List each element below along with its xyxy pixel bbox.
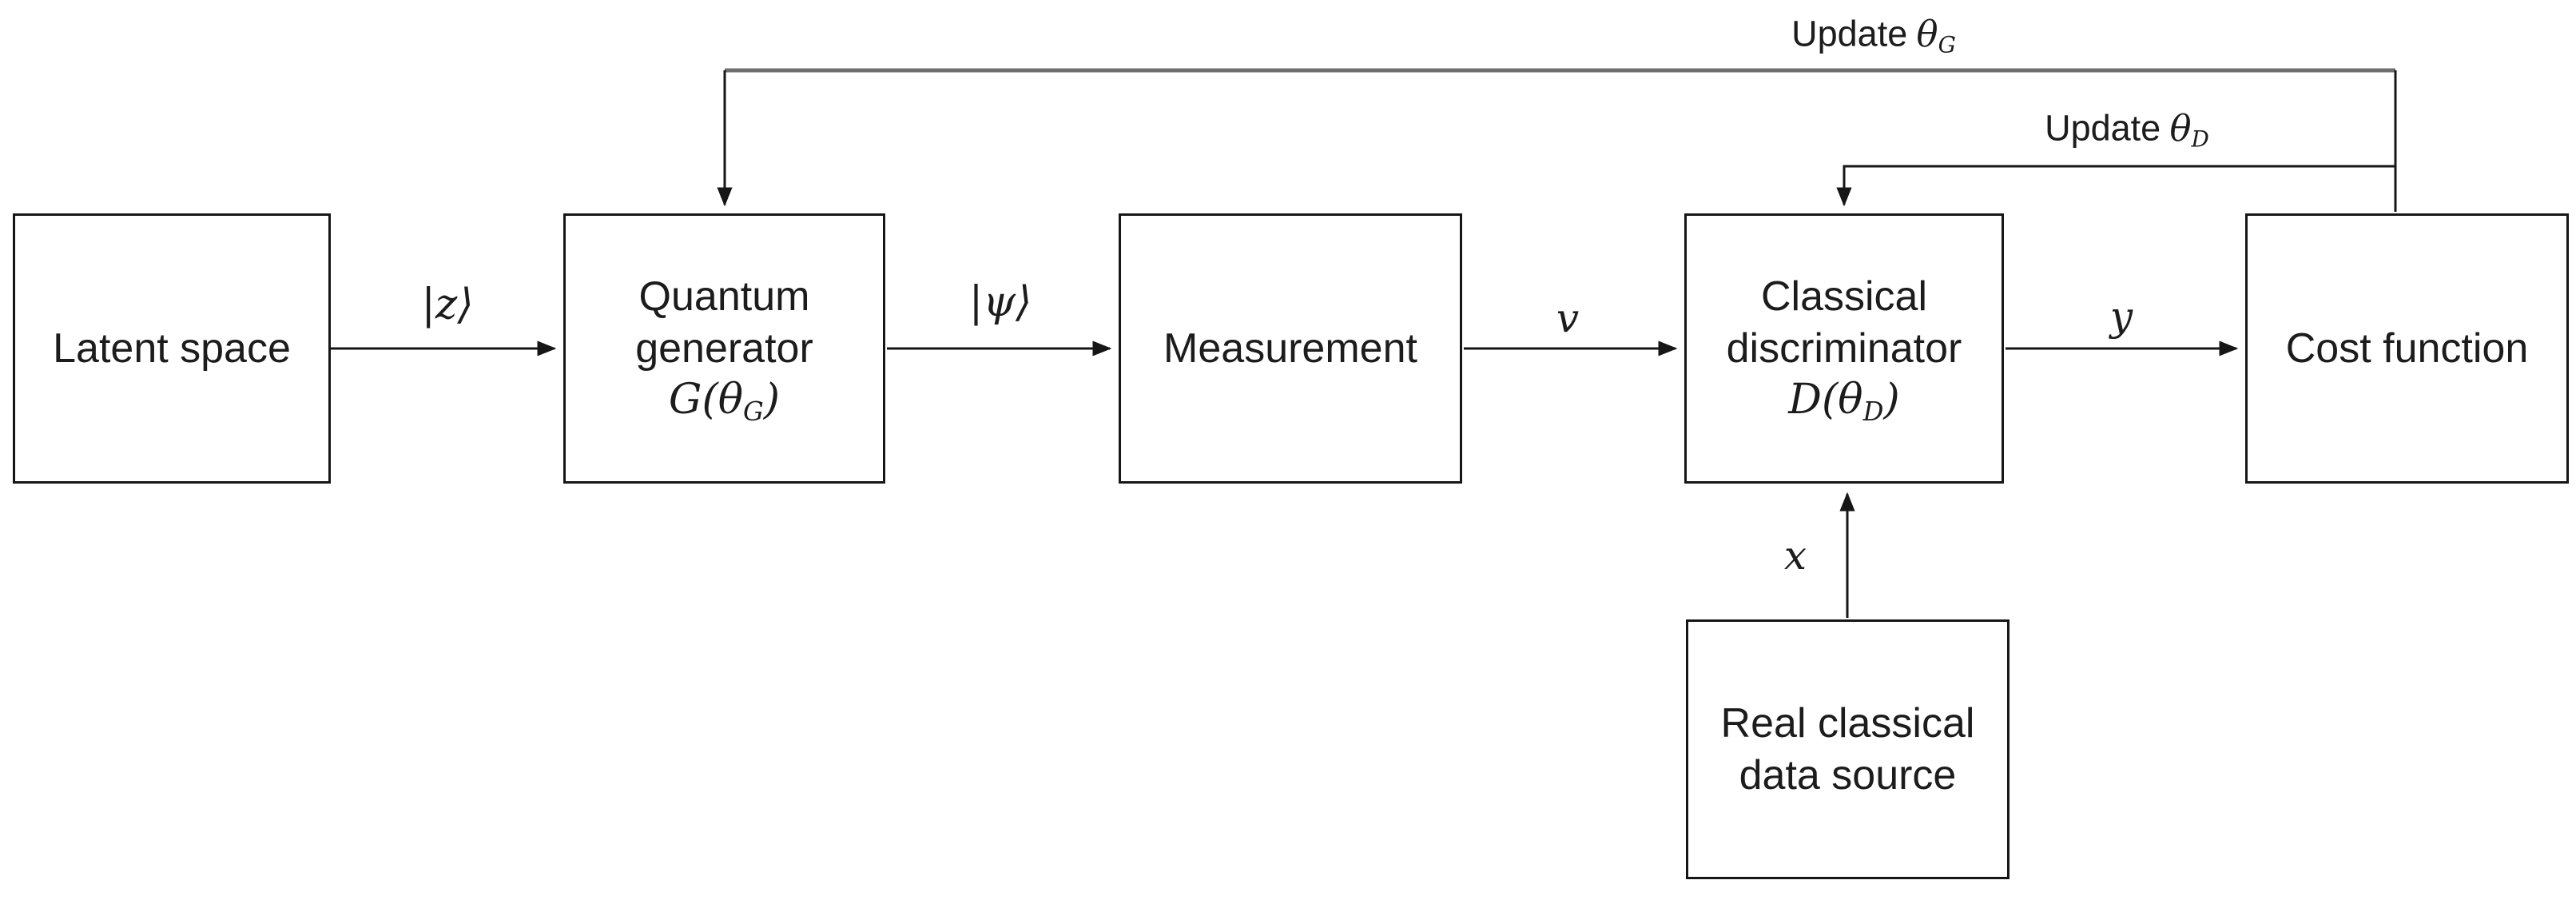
latent-space-label: Latent space: [53, 325, 291, 372]
update-g-sub: G: [1938, 31, 1956, 58]
update-d-sub: D: [2191, 125, 2209, 153]
latent-space-box: Latent space: [13, 213, 331, 484]
quantum-generator-box: Quantum generator G(θG): [563, 213, 885, 484]
y-label: y: [2109, 293, 2133, 340]
quantum-generator-label-line2: generator: [635, 325, 813, 372]
update-g-theta: θ: [1916, 12, 1938, 55]
discriminator-math-suffix: ): [1883, 376, 1900, 424]
update-d-symbol: θD: [2169, 106, 2209, 153]
update-g-word: Update: [1791, 13, 1908, 54]
generator-math-sub: G: [743, 396, 764, 428]
discriminator-math-prefix: D(θ: [1788, 376, 1863, 424]
discriminator-math-sub: D: [1862, 396, 1884, 428]
x-label: x: [1783, 532, 1807, 579]
quantum-generator-math-label: G(θG): [669, 374, 780, 425]
measurement-label: Measurement: [1163, 325, 1417, 372]
classical-discriminator-label-line1: Classical: [1760, 273, 1928, 321]
update-d-theta: θ: [2169, 106, 2192, 149]
measurement-box: Measurement: [1119, 213, 1462, 484]
classical-discriminator-math-label: D(θD): [1788, 374, 1899, 425]
generator-math-suffix: ): [763, 376, 781, 424]
psi-ket-label: |ψ⟩: [968, 278, 1032, 326]
v-label: v: [1556, 295, 1580, 341]
generator-math-prefix: G(θ: [668, 376, 744, 424]
update-d-word: Update: [2045, 107, 2161, 149]
quantum-generator-label-line1: Quantum: [638, 273, 810, 321]
real-data-source-box: Real classical data source: [1686, 619, 2010, 879]
cost-function-label: Cost function: [2285, 325, 2529, 372]
cost-function-box: Cost function: [2245, 213, 2569, 484]
real-data-source-label-line1: Real classical: [1720, 700, 1975, 747]
classical-discriminator-box: Classical discriminator D(θD): [1684, 213, 2004, 484]
feedback-update-d-arrow: [1836, 165, 2395, 207]
real-data-source-label-line2: data source: [1739, 751, 1957, 798]
z-ket-label: |z⟩: [421, 281, 474, 329]
update-g-symbol: θG: [1916, 12, 1956, 58]
classical-discriminator-label-line2: discriminator: [1726, 325, 1962, 372]
